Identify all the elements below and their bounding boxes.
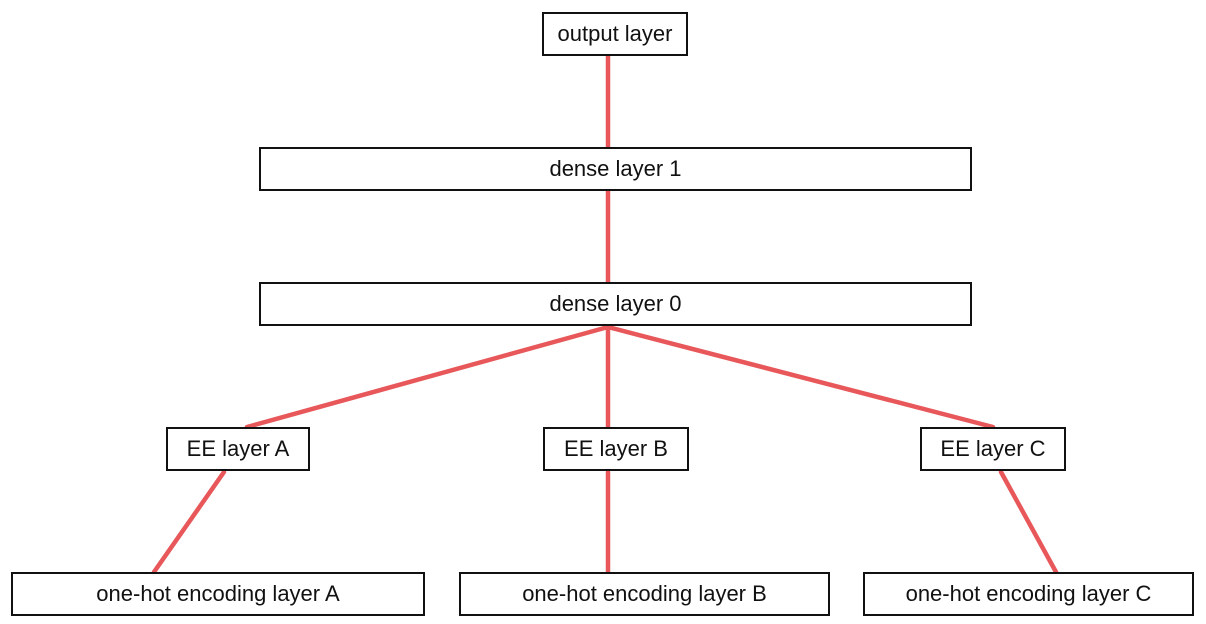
dense-layer-0-node: dense layer 0 xyxy=(259,282,972,326)
one-hot-encoding-layer-b-node: one-hot encoding layer B xyxy=(459,572,830,616)
edge-dense-layer-0-to-ee-layer-c xyxy=(605,324,996,430)
ee-layer-b-node: EE layer B xyxy=(543,427,689,471)
edge-ee-layer-a-to-one-hot-a xyxy=(151,469,227,575)
edge-ee-layer-c-to-one-hot-c xyxy=(998,469,1059,575)
one-hot-encoding-layer-c-node: one-hot encoding layer C xyxy=(863,572,1194,616)
ee-layer-c-node: EE layer C xyxy=(920,427,1066,471)
one-hot-encoding-layer-a-node: one-hot encoding layer A xyxy=(11,572,425,616)
dense-layer-1-node: dense layer 1 xyxy=(259,147,972,191)
output-layer-node: output layer xyxy=(542,12,688,56)
ee-layer-a-node: EE layer A xyxy=(166,427,310,471)
edge-dense-layer-0-to-ee-layer-a xyxy=(244,324,611,430)
